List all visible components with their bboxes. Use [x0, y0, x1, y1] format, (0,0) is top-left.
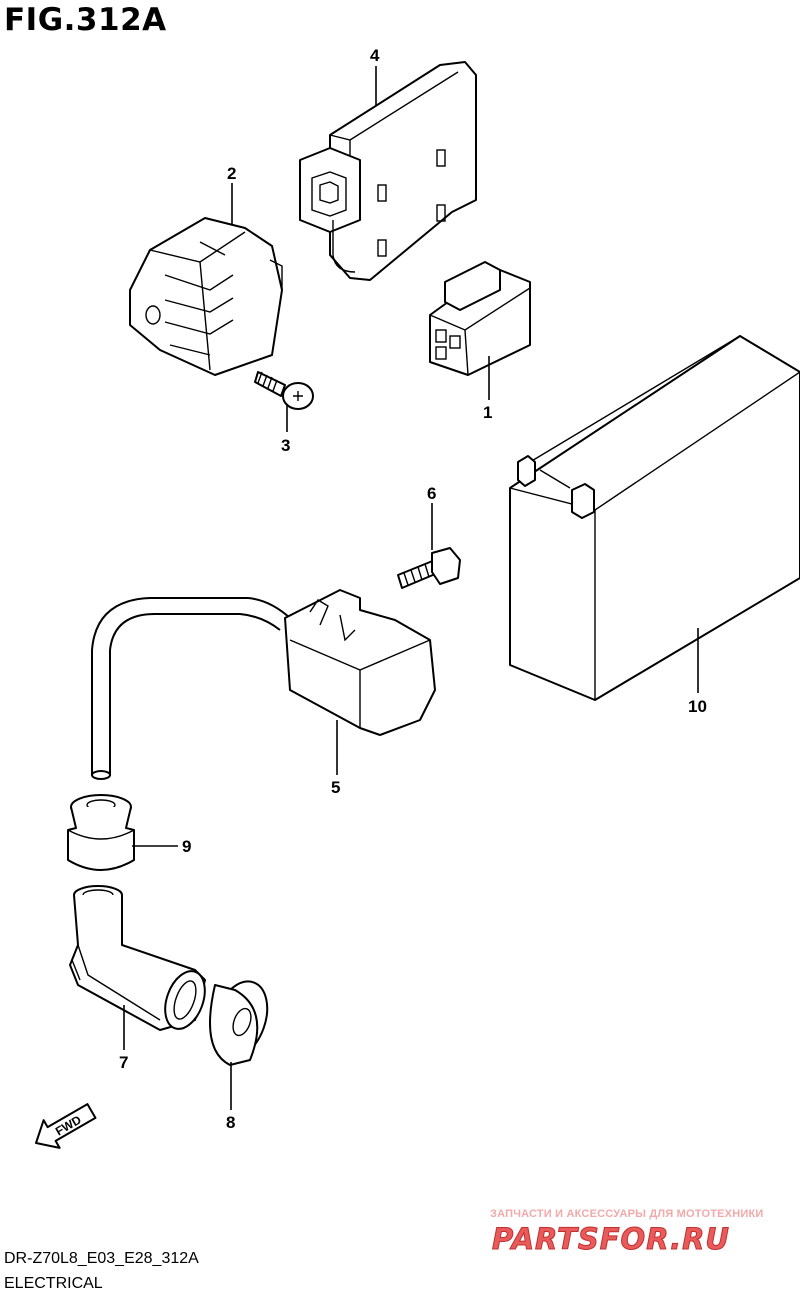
callout-7[interactable]: 7 [119, 1053, 128, 1072]
fwd-arrow-icon: FWD [35, 1103, 97, 1149]
callout-8[interactable]: 8 [226, 1113, 235, 1132]
part-3-screw[interactable] [254, 371, 314, 410]
callout-6[interactable]: 6 [427, 484, 436, 503]
part-4-cdi-unit[interactable] [299, 61, 477, 281]
section-name: ELECTRICAL [4, 1275, 103, 1292]
part-10-battery[interactable] [509, 335, 800, 701]
callout-3[interactable]: 3 [281, 436, 290, 455]
part-1-connector[interactable] [429, 261, 531, 376]
part-7-plug-cap[interactable] [69, 885, 212, 1034]
watermark-tagline: ЗАПЧАСТИ И АКСЕССУАРЫ ДЛЯ МОТОТЕХНИКИ [490, 1208, 764, 1220]
part-8-seal[interactable] [203, 974, 277, 1066]
callout-4[interactable]: 4 [370, 46, 380, 65]
part-6-bolt[interactable] [397, 547, 461, 589]
callout-5[interactable]: 5 [331, 778, 340, 797]
figure-title: FIG.312A [4, 2, 167, 38]
part-9-grommet[interactable] [67, 794, 135, 871]
part-5-ignition-coil[interactable] [91, 589, 436, 780]
callout-10[interactable]: 10 [688, 697, 707, 716]
part-2-regulator[interactable] [129, 217, 283, 376]
model-code: DR-Z70L8_E03_E28_312A [4, 1250, 199, 1267]
callout-2[interactable]: 2 [227, 164, 236, 183]
callout-9[interactable]: 9 [182, 837, 191, 856]
watermark-logo: PARTSFOR.RU [492, 1222, 730, 1257]
callout-1[interactable]: 1 [483, 403, 492, 422]
